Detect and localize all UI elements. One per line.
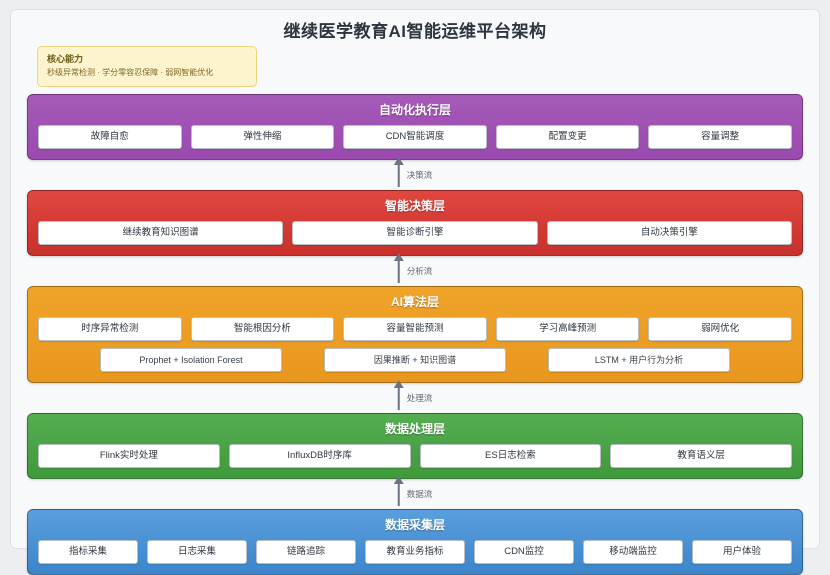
connector-label: 决策流 bbox=[406, 170, 433, 180]
chip-item[interactable]: Prophet + Isolation Forest bbox=[100, 348, 282, 372]
chip-item[interactable]: 继续教育知识图谱 bbox=[38, 221, 284, 245]
layer-chip-row: 故障自愈 弹性伸缩 CDN智能调度 配置变更 容量调整 bbox=[38, 125, 792, 149]
chip-item[interactable]: 链路追踪 bbox=[256, 540, 356, 564]
up-arrow-icon bbox=[397, 163, 400, 187]
chip-item[interactable]: 教育业务指标 bbox=[365, 540, 465, 564]
chip-item[interactable]: 弹性伸缩 bbox=[190, 125, 335, 149]
chip-item[interactable]: 用户体验 bbox=[692, 540, 792, 564]
chip-item[interactable]: 时序异常检测 bbox=[38, 317, 182, 341]
layer-stack: 自动化执行层 故障自愈 弹性伸缩 CDN智能调度 配置变更 容量调整 决策流 智… bbox=[11, 94, 819, 575]
architecture-diagram-page: 继续医学教育AI智能运维平台架构 核心能力 秒级异常检测 · 学分零容忍保障 ·… bbox=[10, 9, 820, 575]
chip-item[interactable]: 智能根因分析 bbox=[190, 317, 335, 341]
layer-data-processing: 数据处理层 Flink实时处理 InfluxDB时序库 ES日志检索 教育语义层 bbox=[27, 413, 803, 479]
layer-title: 数据处理层 bbox=[384, 422, 445, 436]
core-capability-title: 核心能力 bbox=[47, 54, 84, 64]
chip-item[interactable]: 自动决策引擎 bbox=[546, 221, 792, 245]
chip-item[interactable]: CDN智能调度 bbox=[343, 125, 487, 149]
chip-item[interactable]: ES日志检索 bbox=[419, 444, 602, 468]
layer-chip-row-secondary: Prophet + Isolation Forest 因果推断 + 知识图谱 L… bbox=[38, 348, 792, 372]
up-arrow-icon bbox=[397, 259, 400, 283]
layer-ai-algorithm: AI算法层 时序异常检测 智能根因分析 容量智能预测 学习高峰预测 弱网优化 P… bbox=[27, 286, 803, 383]
connector-decision-flow: 决策流 bbox=[27, 160, 803, 190]
core-capability-subtitle: 秒级异常检测 · 学分零容忍保障 · 弱网智能优化 bbox=[47, 68, 214, 77]
chip-item[interactable]: 移动端监控 bbox=[583, 540, 683, 564]
up-arrow-icon bbox=[397, 482, 400, 506]
chip-item[interactable]: InfluxDB时序库 bbox=[228, 444, 411, 468]
layer-title: 智能决策层 bbox=[384, 199, 445, 213]
layer-title: 自动化执行层 bbox=[378, 103, 451, 117]
chip-item[interactable]: 日志采集 bbox=[147, 540, 247, 564]
chip-item[interactable]: 指标采集 bbox=[38, 540, 138, 564]
core-capability-badge: 核心能力 秒级异常检测 · 学分零容忍保障 · 弱网智能优化 bbox=[37, 46, 257, 87]
layer-title: AI算法层 bbox=[390, 295, 439, 309]
chip-item[interactable]: 弱网优化 bbox=[648, 317, 792, 341]
connector-analysis-flow: 分析流 bbox=[27, 256, 803, 286]
connector-data-flow: 数据流 bbox=[27, 479, 803, 509]
connector-label: 分析流 bbox=[406, 266, 433, 276]
layer-data-collection: 数据采集层 指标采集 日志采集 链路追踪 教育业务指标 CDN监控 移动端监控 … bbox=[27, 509, 803, 575]
up-arrow-icon bbox=[397, 386, 400, 410]
layer-chip-row: 继续教育知识图谱 智能诊断引擎 自动决策引擎 bbox=[38, 221, 792, 245]
layer-intelligent-decision: 智能决策层 继续教育知识图谱 智能诊断引擎 自动决策引擎 bbox=[27, 190, 803, 256]
page-title: 继续医学教育AI智能运维平台架构 bbox=[283, 22, 547, 41]
chip-item[interactable]: 配置变更 bbox=[495, 125, 640, 149]
chip-item[interactable]: 容量调整 bbox=[648, 125, 792, 149]
chip-item[interactable]: 因果推断 + 知识图谱 bbox=[324, 348, 506, 372]
chip-item[interactable]: CDN监控 bbox=[474, 540, 574, 564]
layer-chip-row: 时序异常检测 智能根因分析 容量智能预测 学习高峰预测 弱网优化 bbox=[38, 317, 792, 341]
layer-chip-row: Flink实时处理 InfluxDB时序库 ES日志检索 教育语义层 bbox=[38, 444, 792, 468]
layer-chip-row: 指标采集 日志采集 链路追踪 教育业务指标 CDN监控 移动端监控 用户体验 bbox=[38, 540, 792, 564]
chip-item[interactable]: 故障自愈 bbox=[38, 125, 182, 149]
layer-automation-execution: 自动化执行层 故障自愈 弹性伸缩 CDN智能调度 配置变更 容量调整 bbox=[27, 94, 803, 160]
chip-item[interactable]: 学习高峰预测 bbox=[495, 317, 640, 341]
chip-item[interactable]: LSTM + 用户行为分析 bbox=[548, 348, 730, 372]
chip-item[interactable]: Flink实时处理 bbox=[38, 444, 220, 468]
chip-item[interactable]: 教育语义层 bbox=[610, 444, 792, 468]
chip-item[interactable]: 容量智能预测 bbox=[343, 317, 487, 341]
connector-label: 处理流 bbox=[406, 393, 433, 403]
layer-title: 数据采集层 bbox=[384, 518, 445, 532]
chip-item[interactable]: 智能诊断引擎 bbox=[292, 221, 538, 245]
connector-label: 数据流 bbox=[406, 489, 433, 499]
connector-processing-flow: 处理流 bbox=[27, 383, 803, 413]
